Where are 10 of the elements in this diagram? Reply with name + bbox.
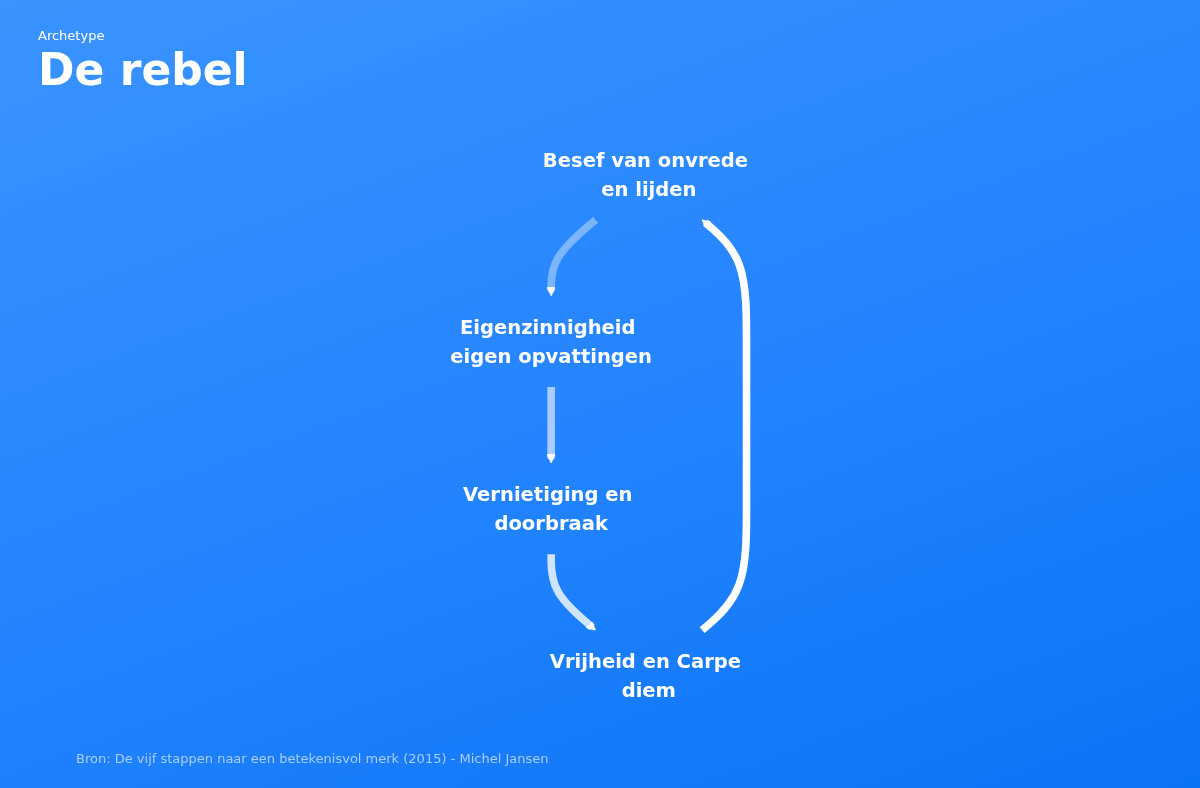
node-text: Besef van onvrede en lijden [542,148,749,201]
arrow [699,219,751,634]
subtitle-label: Archetype [38,28,105,43]
node-text: Vrijheid en Carpe diem [549,649,742,702]
cycle-diagram: Besef van onvrede en lijden Eigenzinnigheid eigen opvattingen Vernietiging en doorbraak Vrijheid en Carpe diem [300,120,900,730]
node-text: Eigenzinnigheid eigen opvattingen [450,315,652,368]
node-text: Vernietiging en doorbraak [463,482,633,535]
arrow [546,216,599,297]
title: De rebel [38,44,248,95]
caption: Bron: De vijf stappen naar een betekenisvol merk (2015) - Michel Jansen [76,751,549,766]
